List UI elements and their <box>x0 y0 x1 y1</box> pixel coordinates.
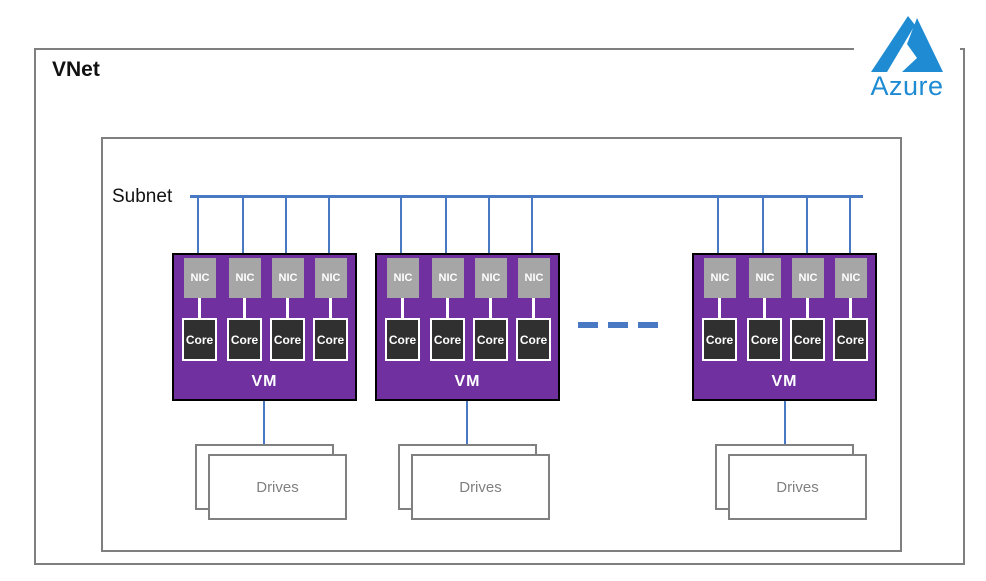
drives-box: Drives <box>208 454 347 520</box>
nic-box: NIC <box>184 258 216 298</box>
vm-label: VM <box>771 373 798 390</box>
vm-label: VM <box>454 373 481 390</box>
nic-box: NIC <box>387 258 419 298</box>
core-box: Core <box>385 318 420 361</box>
vm-block-2: NIC NIC NIC NIC Core Core Core Core VM <box>375 253 560 401</box>
subnet-connector <box>445 197 447 253</box>
subnet-boundary-box <box>101 137 902 552</box>
azure-logo: Azure <box>854 12 960 107</box>
core-box: Core <box>790 318 825 361</box>
subnet-connector <box>717 197 719 253</box>
vnet-boundary-box <box>34 48 965 565</box>
nic-core-link <box>489 298 492 319</box>
core-box: Core <box>227 318 262 361</box>
nic-box: NIC <box>315 258 347 298</box>
subnet-connector <box>806 197 808 253</box>
ellipsis-dash <box>608 322 628 328</box>
core-box: Core <box>313 318 348 361</box>
subnet-connector <box>849 197 851 253</box>
core-box: Core <box>430 318 465 361</box>
subnet-label: Subnet <box>112 186 173 207</box>
azure-logo-icon <box>871 16 943 72</box>
nic-core-link <box>806 298 809 319</box>
vm-drives-connector <box>466 401 468 444</box>
nic-box: NIC <box>475 258 507 298</box>
nic-box: NIC <box>518 258 550 298</box>
subnet-bus-line <box>190 195 863 198</box>
vm-drives-connector <box>784 401 786 444</box>
azure-logo-text: Azure <box>870 71 944 101</box>
core-box: Core <box>702 318 737 361</box>
nic-box: NIC <box>835 258 867 298</box>
nic-core-link <box>286 298 289 319</box>
nic-core-link <box>446 298 449 319</box>
drives-box: Drives <box>411 454 550 520</box>
core-box: Core <box>516 318 551 361</box>
vnet-label: VNet <box>52 58 100 81</box>
nic-core-link <box>243 298 246 319</box>
core-box: Core <box>747 318 782 361</box>
core-box: Core <box>473 318 508 361</box>
subnet-connector <box>242 197 244 253</box>
ellipsis-dash <box>578 322 598 328</box>
vm-block-3: NIC NIC NIC NIC Core Core Core Core VM <box>692 253 877 401</box>
vm-label: VM <box>251 373 278 390</box>
core-box: Core <box>182 318 217 361</box>
nic-box: NIC <box>272 258 304 298</box>
nic-core-link <box>718 298 721 319</box>
subnet-connector <box>328 197 330 253</box>
ellipsis-dash <box>638 322 658 328</box>
subnet-connector <box>400 197 402 253</box>
nic-box: NIC <box>749 258 781 298</box>
subnet-connector <box>285 197 287 253</box>
drives-box: Drives <box>728 454 867 520</box>
subnet-connector <box>762 197 764 253</box>
subnet-connector <box>488 197 490 253</box>
nic-box: NIC <box>229 258 261 298</box>
nic-box: NIC <box>792 258 824 298</box>
vm-block-1: NIC NIC NIC NIC Core Core Core Core VM <box>172 253 357 401</box>
subnet-connector <box>531 197 533 253</box>
nic-box: NIC <box>432 258 464 298</box>
nic-box: NIC <box>704 258 736 298</box>
core-box: Core <box>833 318 868 361</box>
nic-core-link <box>532 298 535 319</box>
nic-core-link <box>198 298 201 319</box>
nic-core-link <box>849 298 852 319</box>
nic-core-link <box>401 298 404 319</box>
nic-core-link <box>763 298 766 319</box>
subnet-connector <box>197 197 199 253</box>
vm-drives-connector <box>263 401 265 444</box>
core-box: Core <box>270 318 305 361</box>
nic-core-link <box>329 298 332 319</box>
